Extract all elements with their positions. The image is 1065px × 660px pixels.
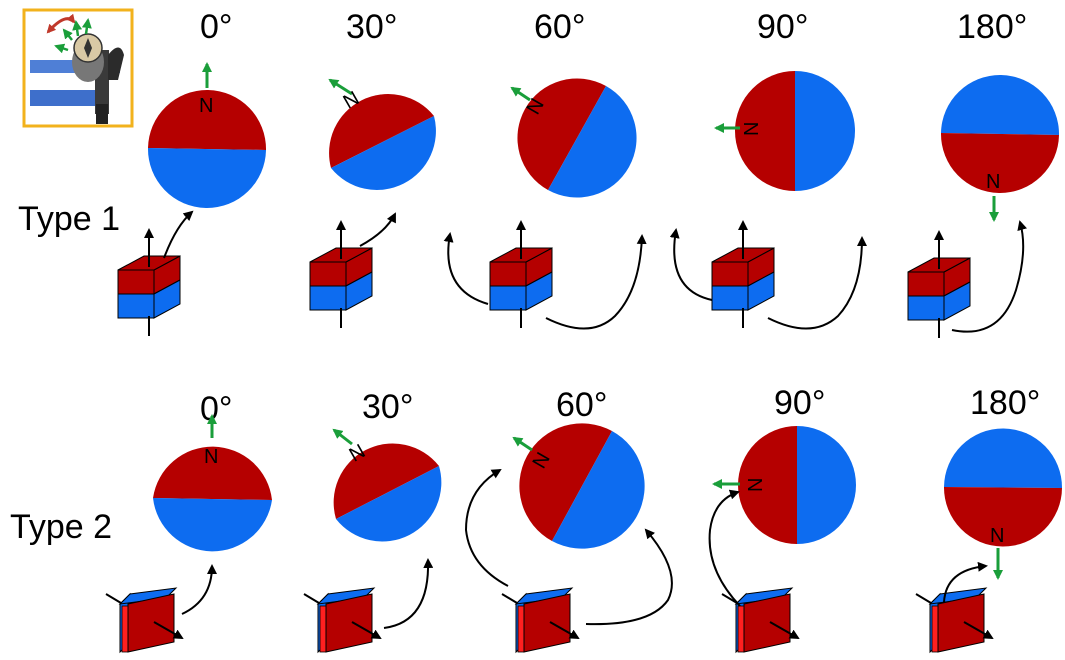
axis-out-arrow (963, 621, 994, 639)
disk-type2-180: N (943, 428, 1063, 580)
north-arrow (512, 436, 533, 452)
guide-arrow (181, 564, 217, 615)
bar-magnet-type1 (711, 220, 775, 328)
north-label: N (745, 478, 767, 492)
disk-type2-0: N (153, 414, 272, 552)
north-arrow (328, 78, 353, 96)
angle-label-60-type1: 60° (534, 8, 585, 46)
angle-label-180-type2: 180° (970, 384, 1040, 422)
disk-type1-90: N (714, 71, 855, 191)
north-arrow (510, 86, 531, 102)
compass-on-mount-icon (30, 13, 124, 124)
bar-magnet-type2 (501, 587, 580, 654)
guide-arrow (708, 489, 741, 607)
angle-label-30-type1: 30° (346, 8, 397, 46)
axis-out-arrow (351, 621, 382, 639)
axis-out-arrow (153, 621, 184, 639)
north-label: N (204, 446, 218, 468)
axis-out-arrow (769, 621, 800, 639)
bar-magnet-type2 (105, 587, 184, 654)
north-label: N (199, 95, 213, 117)
row-label-type-1: Type 1 (18, 200, 120, 238)
bar-magnet-type2 (721, 587, 800, 654)
guide-arrow (951, 220, 1028, 333)
angle-label-60-type2: 60° (556, 386, 607, 424)
north-arrow (332, 428, 353, 446)
angle-label-90-type1: 90° (757, 8, 808, 46)
angle-label-0-type1: 0° (200, 8, 233, 46)
north-label: N (741, 122, 763, 136)
guide-arrow (585, 528, 673, 626)
guide-arrow (443, 232, 489, 305)
north-label: N (990, 525, 1004, 547)
inset-illustration (22, 8, 134, 128)
guide-arrow (383, 558, 434, 629)
angle-label-90-type2: 90° (774, 384, 825, 422)
bar-magnet-type2 (303, 587, 382, 654)
guide-arrow (669, 228, 713, 301)
bar-magnet-type1 (309, 220, 373, 328)
disk-type1-60: N (510, 78, 637, 198)
angle-label-180-type1: 180° (957, 8, 1027, 46)
angle-label-0-type2: 0° (200, 390, 233, 428)
disk-type1-30: N (328, 78, 436, 190)
guide-arrow (163, 210, 194, 259)
guide-arrows (163, 210, 1028, 629)
bar-magnet-type1 (907, 230, 971, 338)
axis-out-arrow (549, 621, 580, 639)
bar-magnet-type2 (915, 587, 994, 654)
disk-type1-0: N (147, 62, 267, 208)
disk-type2-90: N (712, 426, 856, 544)
bar-magnet-type1 (117, 228, 181, 336)
disk-type2-30: N (332, 428, 442, 542)
guide-arrow (943, 561, 988, 603)
guide-arrow (545, 234, 647, 330)
guide-arrow (464, 468, 509, 587)
guide-arrow (767, 236, 867, 330)
bar-magnet-type1 (489, 220, 553, 328)
angle-label-30-type2: 30° (362, 388, 413, 426)
disk-type2-60: N (512, 423, 645, 549)
north-label: N (986, 171, 1000, 193)
guide-arrow (359, 212, 396, 247)
row-label-type-2: Type 2 (10, 508, 112, 546)
disk-type1-180: N (940, 74, 1060, 222)
